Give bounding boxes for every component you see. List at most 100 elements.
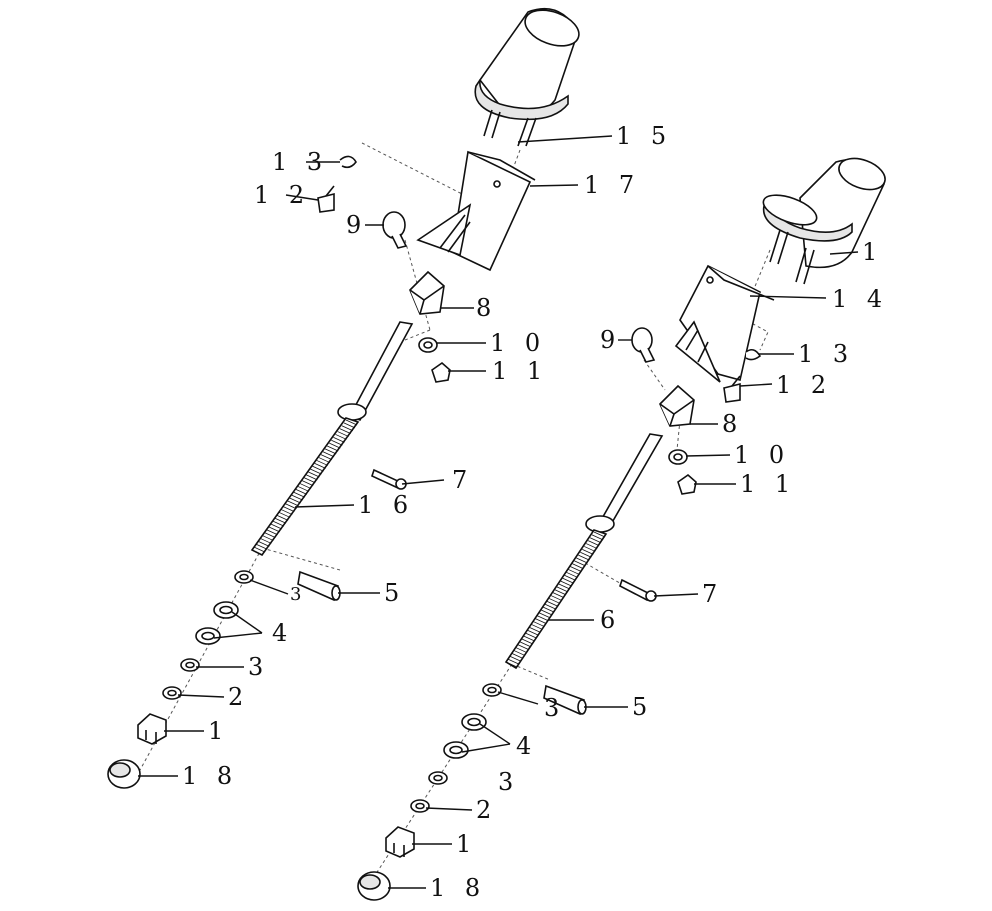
- thread-line: [268, 526, 280, 533]
- thread-line: [297, 486, 310, 492]
- bolt-part-9: [382, 211, 408, 249]
- bolt-part-9-right: [631, 327, 656, 363]
- label-part-3-upper-right: 3: [544, 694, 565, 722]
- thread-line: [519, 641, 531, 648]
- castle-nut-part-1-right: [385, 826, 415, 858]
- label-part-2: 2: [228, 683, 249, 711]
- label-part-11: 1 1: [492, 357, 548, 385]
- thread-line: [507, 658, 520, 665]
- thread-line: [266, 529, 278, 536]
- label-part-15: 1 5: [616, 122, 672, 150]
- thread-line: [539, 612, 551, 619]
- motor-cylinder-part-15: [474, 8, 580, 147]
- thread-line: [505, 661, 518, 668]
- clip-part-13: [339, 155, 357, 169]
- clip-part-13-right: [745, 348, 762, 361]
- label-part-16: 1 6: [358, 491, 414, 519]
- threaded-rod-part-16: [250, 321, 414, 557]
- thread-line: [523, 635, 535, 642]
- label-part-2-right: 2: [476, 796, 497, 824]
- thread-line: [293, 491, 305, 498]
- thread-line: [337, 431, 349, 437]
- thread-line: [568, 569, 580, 575]
- thread-line: [281, 509, 293, 515]
- thread-line: [299, 483, 312, 489]
- roller-pin-part-5: [297, 570, 341, 602]
- spring-washer-part-4-lower: [195, 627, 221, 645]
- thread-line: [535, 618, 547, 625]
- thread-line: [576, 557, 588, 564]
- washer-part-3-upper-right: [482, 683, 502, 697]
- spring-washer-part-4-upper-right: [461, 713, 487, 731]
- label-part-9-right: 9: [600, 326, 621, 354]
- thread-line: [550, 595, 563, 601]
- thread-line: [537, 615, 549, 622]
- label-part-1: 1: [208, 717, 229, 745]
- thread-line: [542, 606, 555, 613]
- thread-line: [525, 632, 537, 639]
- thread-line: [531, 624, 543, 630]
- thread-line: [343, 422, 356, 429]
- bolt-part-12-right: [723, 375, 741, 403]
- washer-part-10-right: [668, 449, 688, 465]
- block-part-8-right: [659, 384, 695, 427]
- thread-line: [566, 572, 578, 578]
- label-part-7-right: 7: [702, 580, 723, 608]
- thread-line: [521, 638, 533, 645]
- thread-line: [593, 531, 606, 538]
- pin-part-7-right: [619, 578, 657, 602]
- label-part-6: 6: [600, 606, 621, 634]
- thread-line: [546, 600, 559, 607]
- thread-line: [580, 551, 592, 558]
- thread-line: [509, 655, 522, 662]
- bracket-part-14: [674, 264, 775, 383]
- thread-line: [533, 621, 545, 627]
- thread-line: [276, 514, 289, 521]
- thread-line: [574, 560, 586, 567]
- thread-line: [314, 462, 326, 469]
- thread-line: [544, 603, 557, 610]
- thread-line: [552, 592, 565, 599]
- bracket-part-17: [416, 150, 536, 272]
- thread-line: [306, 474, 318, 481]
- thread-line: [527, 629, 539, 636]
- label-part-18: 1 8: [182, 762, 238, 790]
- label-part-10: 1 0: [490, 329, 546, 357]
- label-part-13-right: 1 3: [798, 340, 854, 368]
- thread-line: [541, 609, 553, 616]
- label-part-1-top: 1: [862, 238, 883, 266]
- thread-line: [310, 468, 322, 475]
- thread-line: [320, 454, 333, 461]
- washer-part-2: [162, 686, 182, 700]
- thread-line: [258, 540, 270, 547]
- cap-nut-part-18-right: [357, 871, 391, 901]
- thread-line: [264, 532, 276, 539]
- thread-line: [285, 503, 297, 510]
- thread-line: [251, 549, 264, 556]
- block-part-8: [409, 270, 445, 315]
- thread-line: [564, 574, 576, 581]
- thread-line: [253, 546, 266, 553]
- label-part-10-right: 1 0: [734, 441, 790, 469]
- thread-line: [570, 566, 582, 573]
- thread-line: [329, 442, 341, 449]
- right-assembly: 1 1 4 9 1 3 1 2 8 1 0 1 1 7 6 3 5 4 3 2 …: [357, 157, 886, 902]
- thread-line: [272, 520, 285, 527]
- thread-line: [513, 650, 525, 656]
- thread-line: [295, 488, 308, 495]
- thread-line: [262, 535, 274, 541]
- thread-line: [548, 598, 561, 604]
- thread-line: [578, 554, 590, 561]
- roller-pin-part-5-right: [543, 684, 587, 716]
- label-part-8: 8: [476, 294, 497, 322]
- label-part-3-lower: 3: [248, 653, 269, 681]
- washer-part-2-right: [410, 799, 430, 813]
- thread-line: [562, 577, 574, 584]
- castle-nut-part-1: [137, 713, 167, 745]
- bolt-part-12: [317, 185, 335, 213]
- thread-line: [335, 434, 347, 440]
- label-part-5-right: 5: [632, 693, 653, 721]
- thread-line: [287, 500, 299, 507]
- spring-washer-part-4-lower-right: [443, 741, 469, 759]
